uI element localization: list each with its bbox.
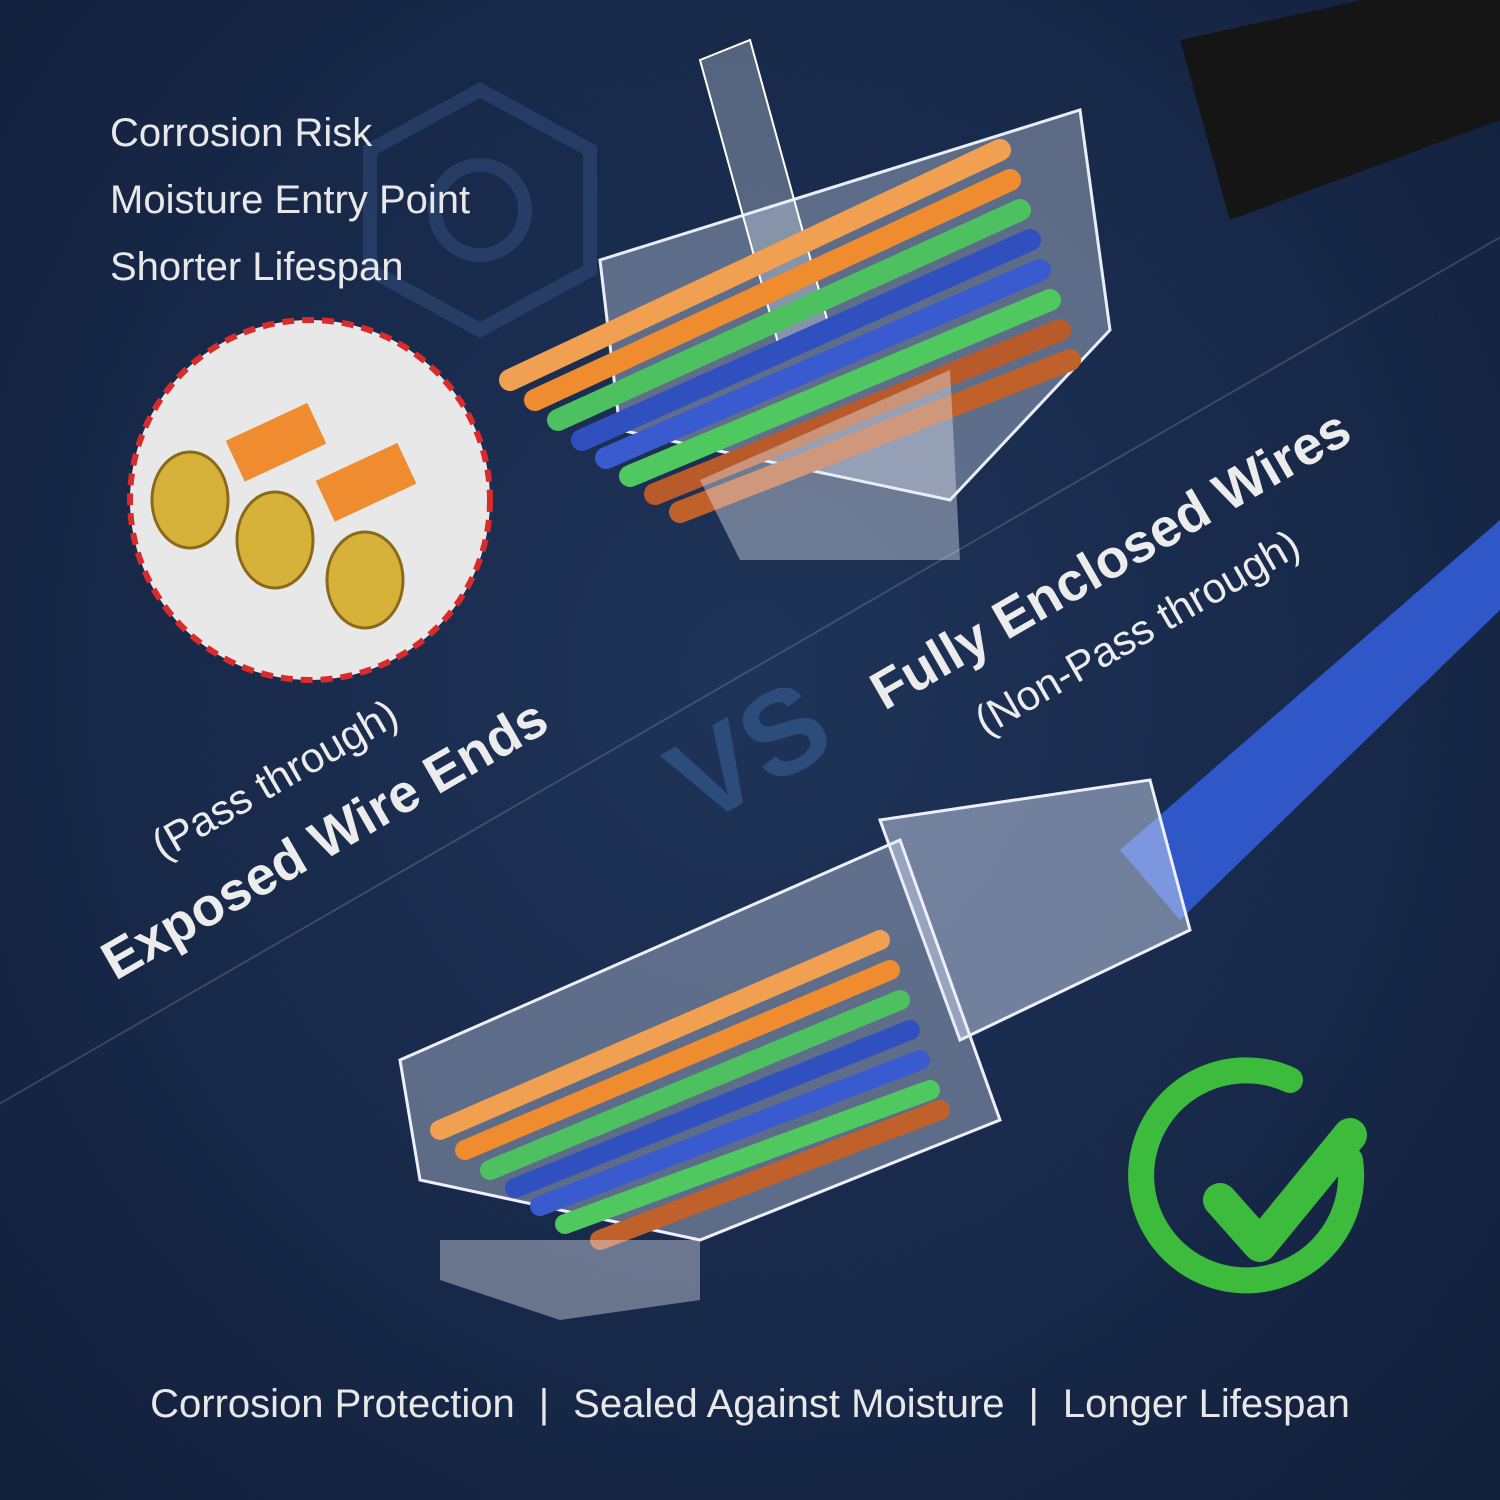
blue-cable [1120, 520, 1500, 920]
benefit: Corrosion Protection [150, 1382, 515, 1426]
risk-point: Corrosion Risk [110, 111, 373, 155]
separator: | [538, 1382, 550, 1426]
corrosion-closeup [127, 317, 493, 683]
check-circle-icon [1128, 1057, 1367, 1294]
enclosed-connector [398, 778, 1192, 1320]
pass-through-connector [499, 38, 1112, 560]
benefits-row: Corrosion Protection | Sealed Against Mois… [0, 1382, 1500, 1427]
corrosion-hex-icon [363, 82, 597, 338]
black-cable [1180, 0, 1500, 220]
risk-point: Shorter Lifespan [110, 245, 404, 289]
benefit: Sealed Against Moisture [573, 1382, 1005, 1426]
separator: | [1028, 1382, 1039, 1426]
risk-point: Moisture Entry Point [110, 178, 471, 222]
benefit: Longer Lifespan [1062, 1382, 1350, 1426]
